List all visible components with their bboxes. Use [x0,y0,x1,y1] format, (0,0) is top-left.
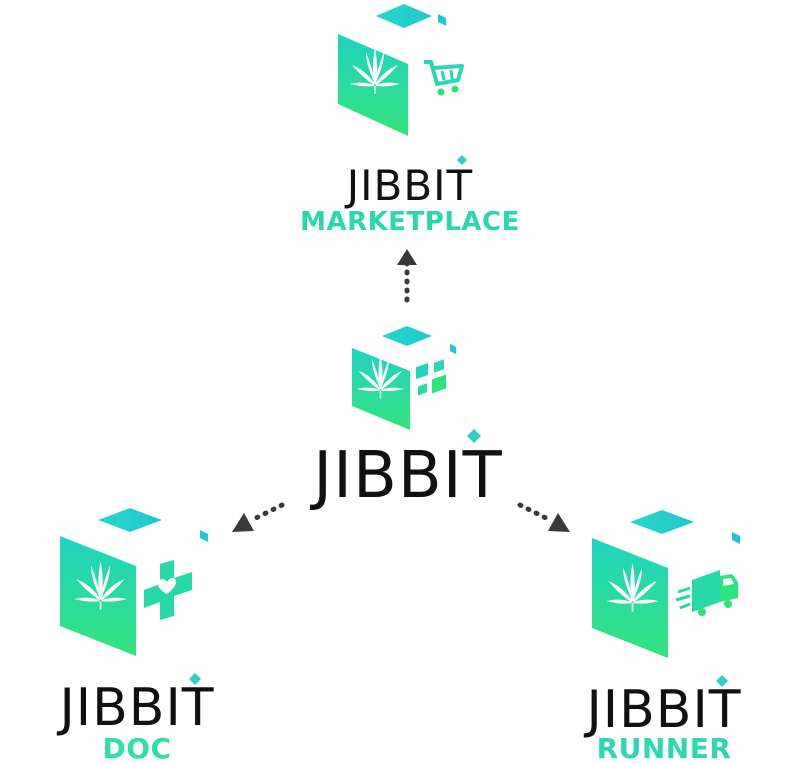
marketplace-node: JIBBIT MARKETPLACE [300,4,520,237]
doc-subtitle: DOC [102,732,171,763]
marketplace-brand: JIBBIT [344,161,473,210]
qr-code-icon [416,359,446,396]
marketplace-brand-dot [457,155,467,165]
center-brand-dot [467,429,481,443]
shopping-cart-icon [424,60,464,96]
doc-cube-icon [60,508,208,656]
runner-cube-icon [592,510,740,658]
center-cube-icon [352,326,456,430]
doc-brand: JIBBIT [56,678,214,738]
marketplace-subtitle: MARKETPLACE [300,207,520,237]
runner-brand-dot [716,675,728,687]
runner-subtitle: RUNNER [597,732,732,763]
center-brand: JIBBIT [309,439,503,513]
arrow-to-runner [517,502,570,532]
delivery-truck-icon [675,570,738,616]
arrow-to-marketplace [397,249,417,303]
runner-brand: JIBBIT [583,680,741,740]
doc-node: JIBBIT DOC [56,508,214,763]
runner-node: JIBBIT RUNNER [583,510,741,763]
medical-cross-heart-icon [144,560,192,620]
center-node: JIBBIT [309,326,503,513]
arrow-to-doc [232,502,285,532]
marketplace-cube-icon [338,4,446,136]
doc-brand-dot [189,673,201,685]
